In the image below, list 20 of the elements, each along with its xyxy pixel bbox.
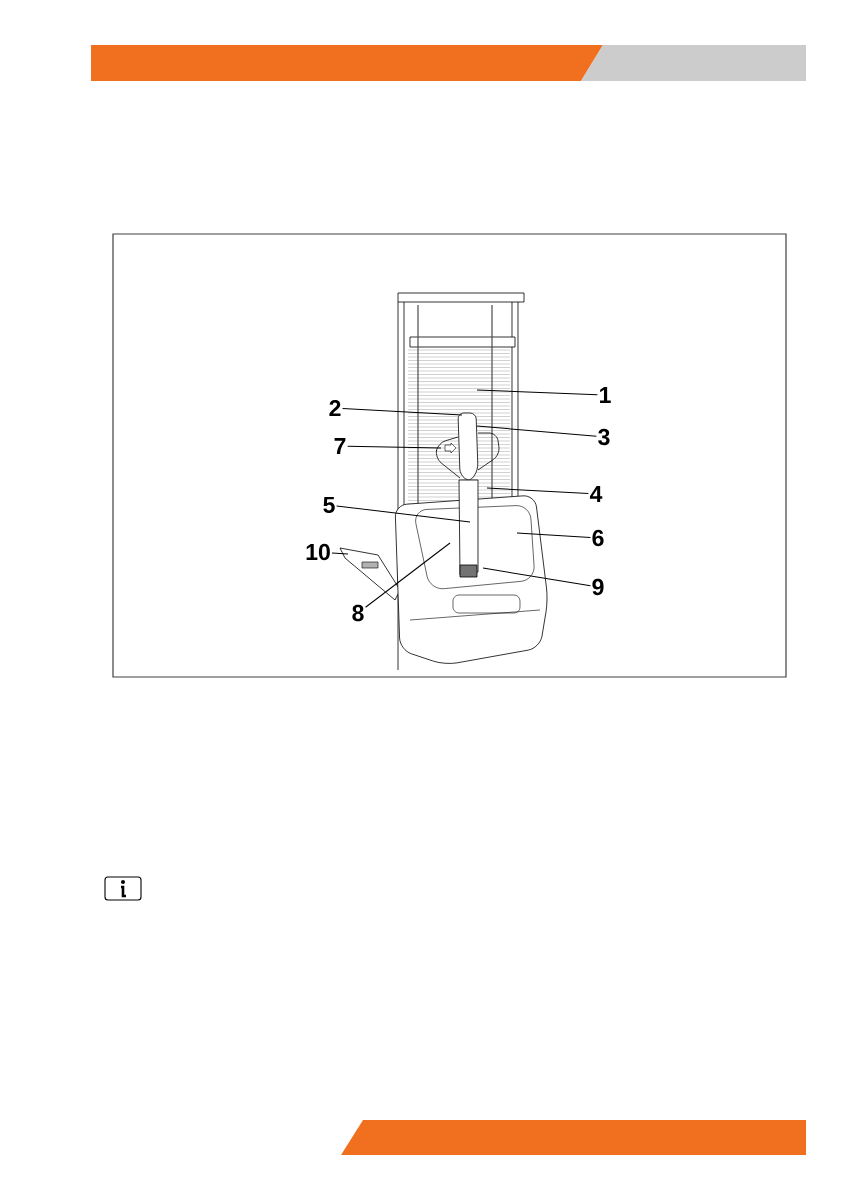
leader-line <box>516 532 591 539</box>
callout-number: 5 <box>323 497 335 513</box>
leader-line <box>347 445 442 449</box>
leader-line <box>482 567 591 587</box>
callout-number: 1 <box>600 387 611 403</box>
callout-number: 9 <box>592 578 604 596</box>
leader-line <box>331 552 349 555</box>
callout-number: 6 <box>592 529 604 547</box>
leader-line <box>476 389 598 396</box>
callout-number: 7 <box>334 438 346 454</box>
callout-number: 10 <box>306 543 330 561</box>
callout-number: 2 <box>329 400 341 417</box>
callout-number: 3 <box>598 428 610 446</box>
leader-line <box>486 487 589 495</box>
leader-line <box>365 542 451 608</box>
leader-line <box>342 407 463 416</box>
callout-number: 4 <box>589 486 603 502</box>
leader-line <box>476 425 597 437</box>
callout-number: 8 <box>352 604 364 622</box>
leader-line <box>336 505 471 523</box>
